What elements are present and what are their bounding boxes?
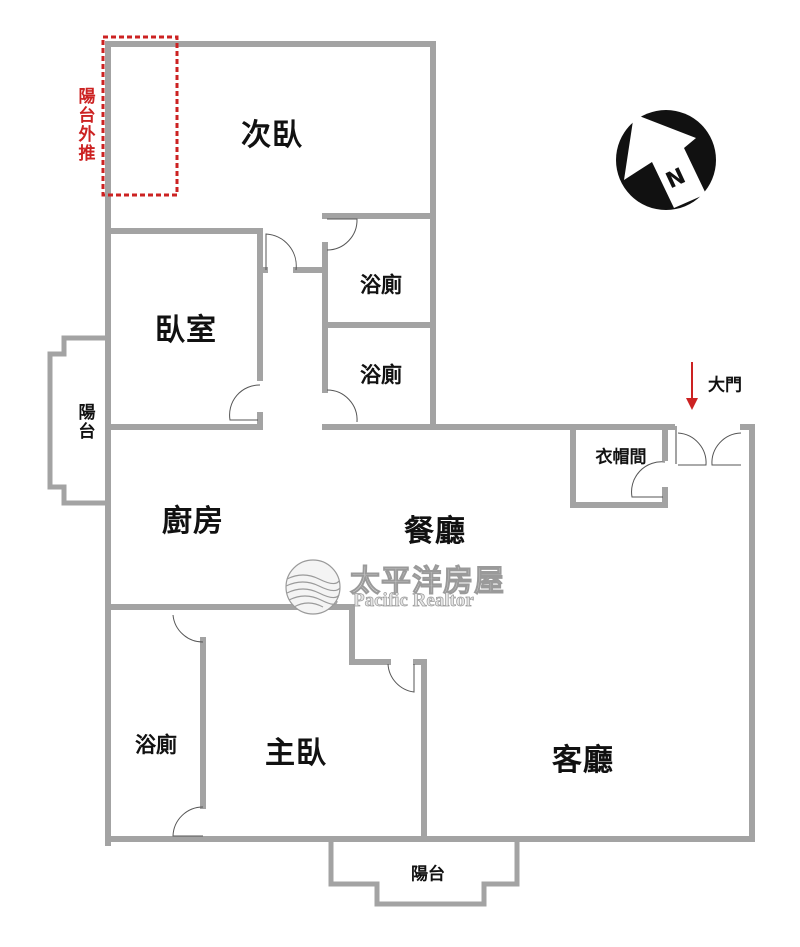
door-swing — [387, 663, 415, 693]
room-bathroom-lower: 浴廁 — [135, 732, 177, 757]
watermark-logo-icon — [285, 559, 341, 615]
outer-wall — [105, 41, 436, 426]
room-balcony-bottom: 陽台 — [411, 864, 445, 885]
balcony-wall — [47, 335, 111, 506]
watermark: 太平洋房屋 Pacific Realtor — [287, 556, 527, 618]
door-swing — [711, 432, 742, 466]
door-swing — [677, 432, 707, 466]
door-swing — [326, 218, 358, 251]
door-swing — [172, 806, 204, 837]
door-swing — [326, 389, 358, 423]
room-bathroom-middle: 浴廁 — [360, 362, 402, 387]
room-balcony-left: 陽台 — [74, 403, 95, 441]
balcony-extension-outline — [101, 35, 179, 197]
wall — [570, 424, 668, 508]
watermark-name-en: Pacific Realtor — [353, 590, 475, 612]
outer-wall — [105, 424, 755, 842]
main-door-label: 大門 — [708, 375, 742, 396]
balcony-wall — [328, 839, 520, 907]
wall — [105, 412, 263, 430]
wall — [413, 659, 427, 842]
wall — [349, 604, 391, 665]
watermark-name-cn: 太平洋房屋 — [350, 564, 505, 600]
room-master-bedroom: 主臥 — [265, 736, 327, 771]
room-dining: 餐廳 — [404, 514, 466, 549]
balcony-extension-label: 陽台外推 — [74, 87, 95, 163]
wall — [105, 228, 268, 273]
room-living: 客廳 — [552, 743, 614, 778]
door-swing — [631, 461, 666, 498]
door-swing — [229, 384, 261, 421]
room-second-bedroom: 次臥 — [241, 118, 303, 153]
room-bedroom: 臥室 — [155, 313, 217, 348]
room-bathroom-upper: 浴廁 — [360, 272, 402, 297]
room-cloakroom: 衣帽間 — [595, 447, 647, 468]
room-kitchen: 廚房 — [162, 504, 224, 539]
main-door-arrow-icon — [686, 362, 698, 410]
door-swing — [172, 614, 204, 643]
compass-north-icon — [616, 110, 716, 210]
door-swing — [265, 233, 297, 271]
